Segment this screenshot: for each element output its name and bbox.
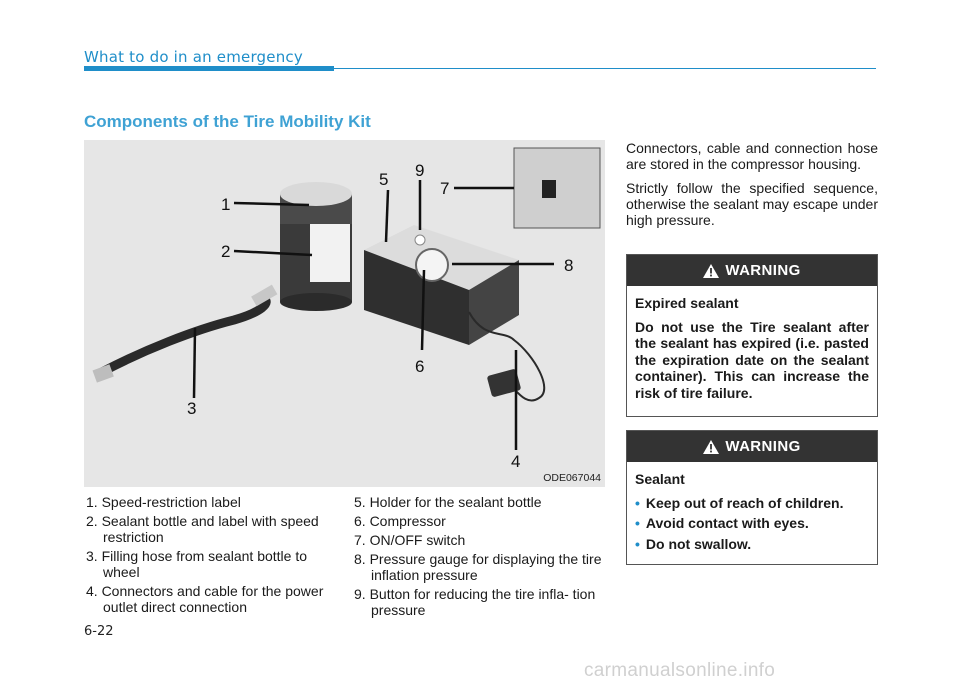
kit-figure: 1 2 3 4 5 6 7 8 9 ODE067044 — [84, 140, 605, 487]
header-bar-thick — [84, 66, 334, 71]
warning-heading: Sealant — [635, 471, 685, 487]
sealant-bottle-label — [310, 224, 350, 282]
kit-illustration: 1 2 3 4 5 6 7 8 9 — [92, 147, 601, 471]
header-bar-thin — [334, 68, 876, 69]
watermark: carmanualsonline.info — [584, 660, 776, 681]
notes-column: Connectors, cable and connection hose ar… — [626, 140, 878, 236]
list-item: 2. Sealant bottle and label with speed r… — [86, 513, 319, 545]
warning-triangle-icon — [703, 439, 720, 454]
warning-box-expired: WARNING Expired sealant Do not use the T… — [626, 254, 878, 417]
callout-5: 5 — [379, 170, 388, 189]
sealant-bottle-cap-top — [280, 182, 352, 206]
warning-text: Do not use the Tire sealant after the se… — [635, 318, 869, 401]
power-plug — [487, 369, 521, 397]
on-off-switch — [542, 180, 556, 198]
callout-6: 6 — [415, 357, 424, 376]
pressure-release-button — [414, 234, 426, 246]
callout-7: 7 — [440, 179, 449, 198]
list-item: 6. Compressor — [354, 513, 446, 529]
list-item: 7. ON/OFF switch — [354, 532, 466, 548]
callout-4: 4 — [511, 452, 520, 471]
pressure-gauge — [415, 248, 449, 282]
list-item: Do not swallow. — [635, 536, 869, 553]
components-list-left: 1. Speed-restriction label 2. Sealant bo… — [86, 494, 334, 618]
warning-label: WARNING — [725, 438, 801, 455]
figure-code: ODE067044 — [543, 472, 601, 484]
warning-list: Keep out of reach of children. Avoid con… — [635, 495, 869, 553]
list-item: 9. Button for reducing the tire infla- t… — [354, 586, 596, 618]
switch-inset — [513, 147, 601, 229]
note-paragraph: Connectors, cable and connection hose ar… — [626, 140, 878, 172]
list-item: 5. Holder for the sealant bottle — [354, 494, 542, 510]
callout-9: 9 — [415, 161, 424, 180]
hose-end-right — [251, 284, 278, 307]
callout-2: 2 — [221, 242, 230, 261]
components-list-right: 5. Holder for the sealant bottle 6. Comp… — [354, 494, 606, 621]
list-item: 8. Pressure gauge for displaying the tir… — [354, 551, 602, 583]
warning-box-sealant: WARNING Sealant Keep out of reach of chi… — [626, 430, 878, 565]
warning-header: WARNING — [627, 255, 877, 286]
list-item: 1. Speed-restriction label — [86, 494, 241, 510]
header-section-title: What to do in an emergency — [84, 48, 303, 66]
compressor-front — [364, 250, 469, 345]
page-title: Components of the Tire Mobility Kit — [84, 112, 371, 131]
warning-body: Sealant Keep out of reach of children. A… — [627, 462, 877, 564]
callout-1: 1 — [221, 195, 230, 214]
compressor-side — [469, 260, 519, 345]
sealant-bottle-bottom — [280, 293, 352, 311]
note-paragraph: Strictly follow the specified sequence, … — [626, 180, 878, 228]
page-number: 6-22 — [84, 624, 114, 639]
warning-body: Expired sealant Do not use the Tire seal… — [627, 286, 877, 416]
filling-hose — [97, 293, 271, 377]
warning-triangle-icon — [703, 263, 720, 278]
list-item: 4. Connectors and cable for the power ou… — [86, 583, 324, 615]
warning-header: WARNING — [627, 431, 877, 462]
callout-3: 3 — [187, 399, 196, 418]
warning-label: WARNING — [725, 262, 801, 279]
callout-8: 8 — [564, 256, 573, 275]
list-item: Avoid contact with eyes. — [635, 515, 869, 532]
list-item: Keep out of reach of children. — [635, 495, 869, 512]
hose-end-left — [92, 364, 114, 383]
power-cable — [468, 311, 546, 402]
warning-heading: Expired sealant — [635, 295, 739, 311]
list-item: 3. Filling hose from sealant bottle to w… — [86, 548, 308, 580]
